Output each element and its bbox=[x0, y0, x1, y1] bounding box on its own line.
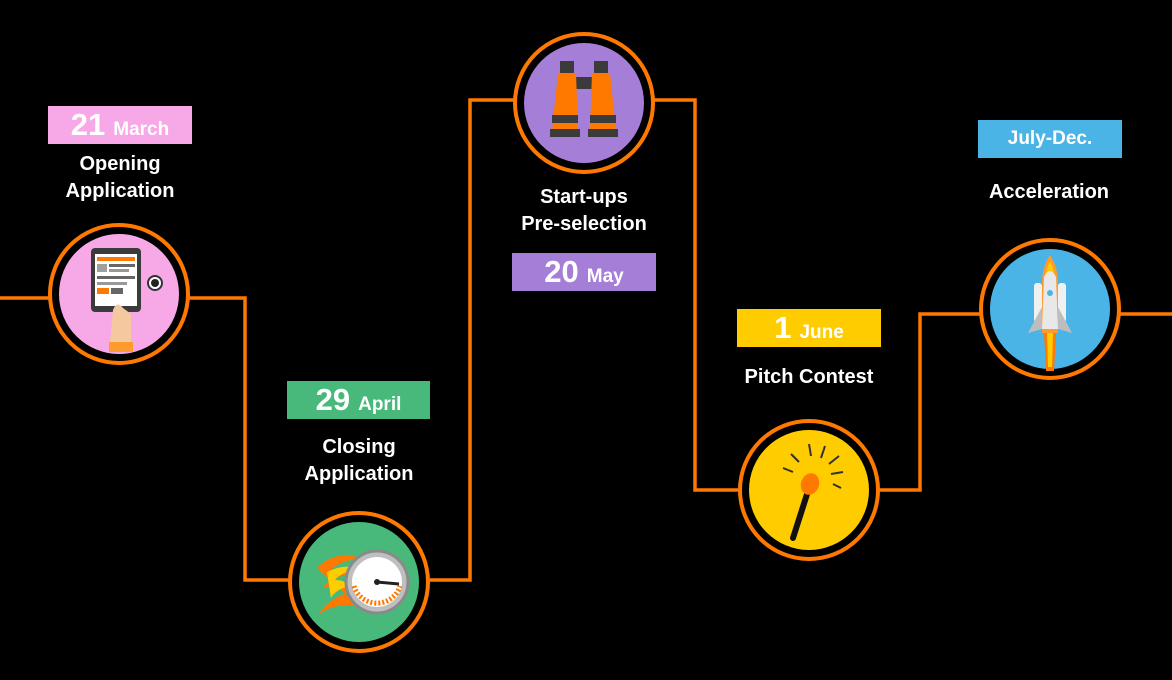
date-month: April bbox=[358, 394, 402, 415]
milestone-title-closing: Closing Application bbox=[259, 434, 459, 488]
speedometer-icon bbox=[317, 549, 410, 615]
title-line: Opening bbox=[79, 153, 161, 175]
date-number: 21 bbox=[70, 107, 106, 142]
date-range: July-Dec. bbox=[1007, 128, 1093, 149]
date-month: June bbox=[799, 322, 844, 343]
milestone-node-closing bbox=[287, 510, 431, 654]
title-line: Closing bbox=[322, 436, 396, 458]
milestone-title-acceleration: Acceleration bbox=[949, 179, 1149, 206]
title-line: Start-ups bbox=[540, 186, 628, 208]
milestone-title-preselection: Start-ups Pre-selection bbox=[484, 184, 684, 238]
match-icon bbox=[782, 443, 844, 541]
milestone-node-opening bbox=[47, 222, 191, 366]
title-line: Pitch Contest bbox=[744, 366, 874, 388]
date-badge-pitch: 1 June bbox=[737, 309, 881, 347]
date-badge-preselection: 20 May bbox=[512, 253, 656, 291]
milestone-node-preselection bbox=[512, 31, 656, 175]
node-fill bbox=[524, 43, 644, 163]
date-number: 20 bbox=[544, 254, 579, 289]
date-month: March bbox=[113, 119, 170, 140]
date-number: 1 bbox=[774, 310, 792, 345]
milestone-title-opening: Opening Application bbox=[20, 151, 220, 205]
date-number: 29 bbox=[315, 382, 351, 417]
date-badge-opening: 21 March bbox=[48, 106, 192, 144]
title-line: Application bbox=[304, 463, 414, 485]
tablet-icon bbox=[91, 248, 163, 352]
milestone-node-acceleration bbox=[978, 237, 1122, 381]
date-month: May bbox=[586, 266, 624, 287]
binoculars-icon bbox=[550, 61, 618, 137]
milestone-node-pitch bbox=[737, 418, 881, 562]
title-line: Pre-selection bbox=[521, 213, 647, 235]
title-line: Acceleration bbox=[988, 181, 1110, 203]
date-badge-closing: 29 April bbox=[287, 381, 430, 419]
rocket-icon bbox=[1028, 255, 1072, 371]
date-badge-acceleration: July-Dec. bbox=[978, 120, 1122, 158]
milestone-title-pitch: Pitch Contest bbox=[709, 364, 909, 391]
title-line: Application bbox=[65, 180, 175, 202]
